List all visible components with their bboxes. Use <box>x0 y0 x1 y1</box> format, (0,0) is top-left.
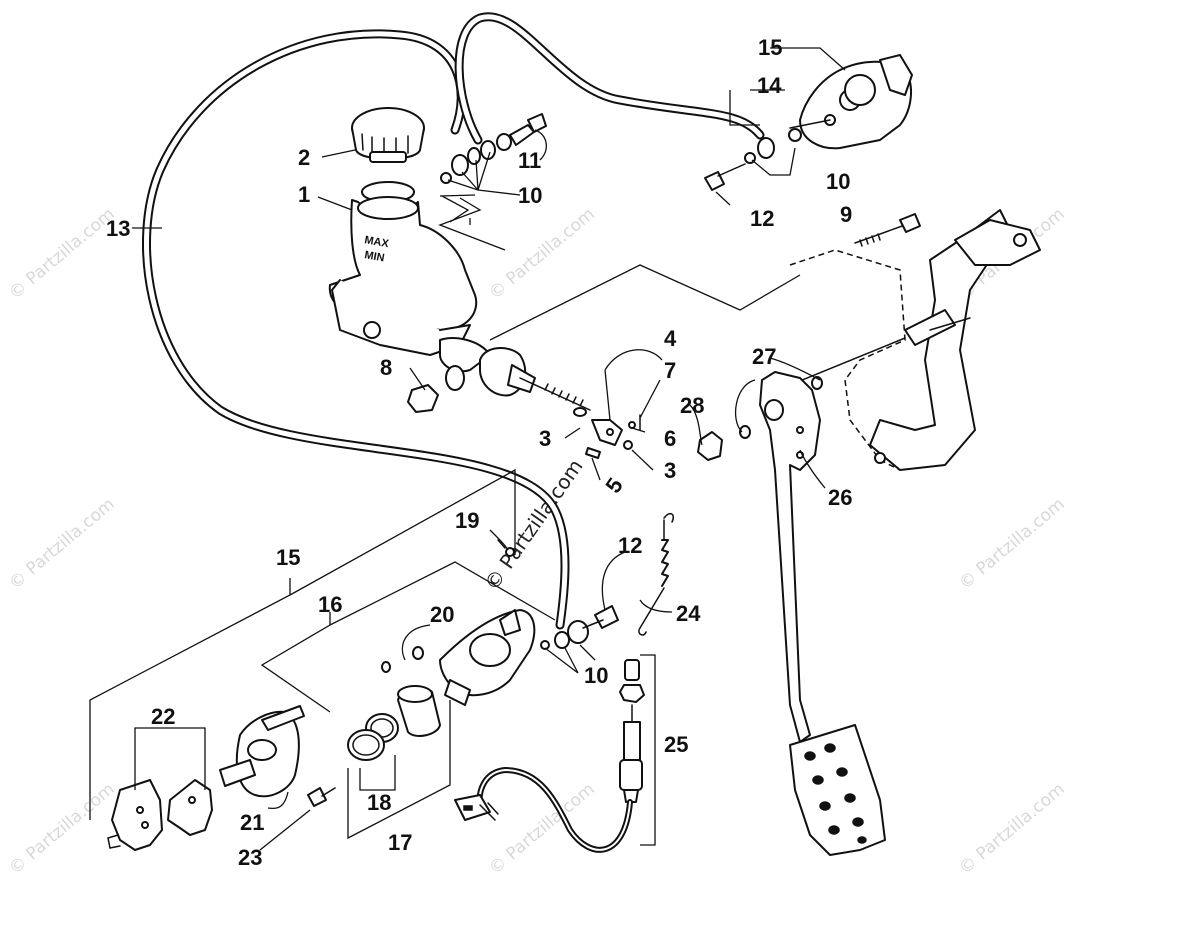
callout-19: 19 <box>455 508 479 533</box>
callout-11: 11 <box>518 148 541 173</box>
banjo-fittings-lower <box>540 605 619 650</box>
leader-lines <box>89 47 846 851</box>
callout-7: 7 <box>664 358 676 383</box>
callout-10b: 10 <box>826 169 850 194</box>
hose-14 <box>454 12 765 145</box>
callout-2: 2 <box>298 145 310 170</box>
callout-20: 20 <box>430 602 454 627</box>
watermark: © Partzilla.com <box>955 779 1068 879</box>
reservoir-cap <box>351 107 425 163</box>
callout-26: 26 <box>828 485 852 510</box>
callout-15b: 15 <box>276 545 300 570</box>
callout-10a: 10 <box>518 183 542 208</box>
bolt-9 <box>854 213 921 247</box>
callout-15a: 15 <box>758 35 782 60</box>
caliper-bracket <box>219 705 336 807</box>
callout-27: 27 <box>752 344 776 369</box>
callout-23: 23 <box>238 845 262 870</box>
callout-16: 16 <box>318 592 342 617</box>
watermark: © Partzilla.com <box>955 494 1068 594</box>
watermark-center: © Partzilla.com <box>479 455 587 595</box>
watermark: © Partzilla.com <box>5 494 118 594</box>
callout-8: 8 <box>380 355 392 380</box>
callout-1: 1 <box>298 182 310 207</box>
clevis-parts <box>585 414 641 459</box>
watermark: © Partzilla.com <box>485 204 598 304</box>
callout-13: 13 <box>106 216 130 241</box>
callout-3a: 3 <box>539 426 551 451</box>
max-label: MAX <box>363 234 390 250</box>
callout-3b: 3 <box>664 458 676 483</box>
return-spring <box>638 512 675 636</box>
pivot-bolt-28 <box>697 425 751 461</box>
callout-22: 22 <box>151 704 175 729</box>
watermark: © Partzilla.com <box>5 204 118 304</box>
brake-hoses <box>142 12 765 630</box>
callout-21: 21 <box>240 810 264 835</box>
watermark: © Partzilla.com <box>485 779 598 879</box>
callout-25: 25 <box>664 732 688 757</box>
brake-pedal <box>759 371 886 856</box>
callouts: 2 1 13 11 10 15 14 10 12 9 8 4 7 28 27 6… <box>106 35 852 870</box>
pedal-rod <box>789 337 906 390</box>
callout-10c: 10 <box>584 663 608 688</box>
callout-6: 6 <box>664 426 676 451</box>
pedal-bracket <box>789 209 1041 471</box>
watermark: © Partzilla.com <box>5 779 118 879</box>
callout-24: 24 <box>676 601 701 626</box>
callout-28: 28 <box>680 393 704 418</box>
caliper-top <box>704 54 913 191</box>
caliper-lower <box>381 539 536 706</box>
brake-light-switch <box>454 659 645 853</box>
piston-seals <box>347 685 441 761</box>
callout-17: 17 <box>388 830 412 855</box>
callout-18: 18 <box>367 790 391 815</box>
push-rod-assembly <box>479 347 591 417</box>
callout-14: 14 <box>757 73 782 98</box>
banjo-fittings-top <box>440 113 547 184</box>
callout-12b: 12 <box>618 533 642 558</box>
callout-5: 5 <box>600 473 628 497</box>
callout-12a: 12 <box>750 206 774 231</box>
min-label: MIN <box>363 249 385 264</box>
callout-9: 9 <box>840 202 852 227</box>
callout-4: 4 <box>664 326 677 351</box>
flange-bolt-8 <box>407 365 465 413</box>
master-cylinder: MAX MIN <box>328 181 491 373</box>
brake-pads <box>107 779 213 851</box>
